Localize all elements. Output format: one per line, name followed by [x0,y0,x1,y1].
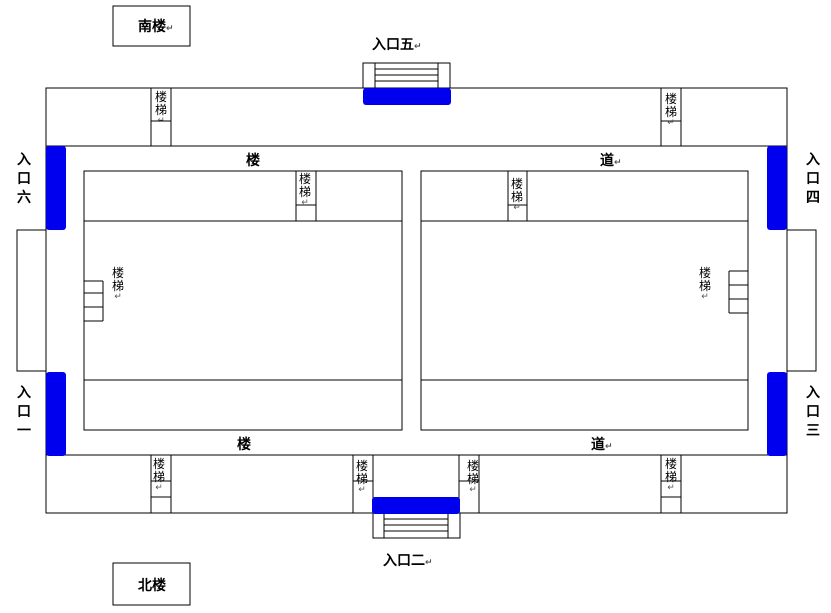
stair-label: 楼梯↵ [664,457,677,493]
stair-label: 楼梯↵ [698,266,711,302]
entrance-2-bar [372,497,460,514]
stair-label: 楼梯↵ [355,459,368,495]
entrance-3-bar [767,372,787,456]
entrance-5-label: 入口五↵ [372,37,422,53]
outer-building-outline [45,87,788,514]
stair-label: 楼梯↵ [111,266,124,302]
south-building-label: 南楼↵ [138,19,174,35]
entrance-6-bar [46,146,66,230]
entrance-1-label: 入口一 [17,385,31,439]
entrance-4-label: 入口四 [806,152,820,206]
stair-label: 楼梯↵ [154,90,167,126]
stair-label: 楼梯↵ [466,459,479,495]
stair-label: 楼梯↵ [664,92,677,128]
corridor-label-bottom-left: 楼 [237,437,251,453]
right-inner-block [420,170,749,431]
corridor-label-top-right: 道↵ [600,153,622,169]
entrance-4-bar [767,146,787,230]
stair-label: 楼梯↵ [298,172,311,208]
left-inner-block [83,170,403,431]
corridor-label-bottom-right: 道↵ [591,437,613,453]
entrance-2-label: 入口二↵ [383,553,433,569]
entrance-1-bar [46,372,66,456]
north-building-label: 北楼 [138,578,166,594]
stair-label: 楼梯↵ [510,177,523,213]
entrance-5-bar [363,88,451,105]
entrance-6-label: 入口六 [17,152,31,206]
corridor-label-top-left: 楼 [246,153,260,169]
stair-label: 楼梯↵ [152,457,165,493]
entrance-3-label: 入口三 [806,385,820,439]
